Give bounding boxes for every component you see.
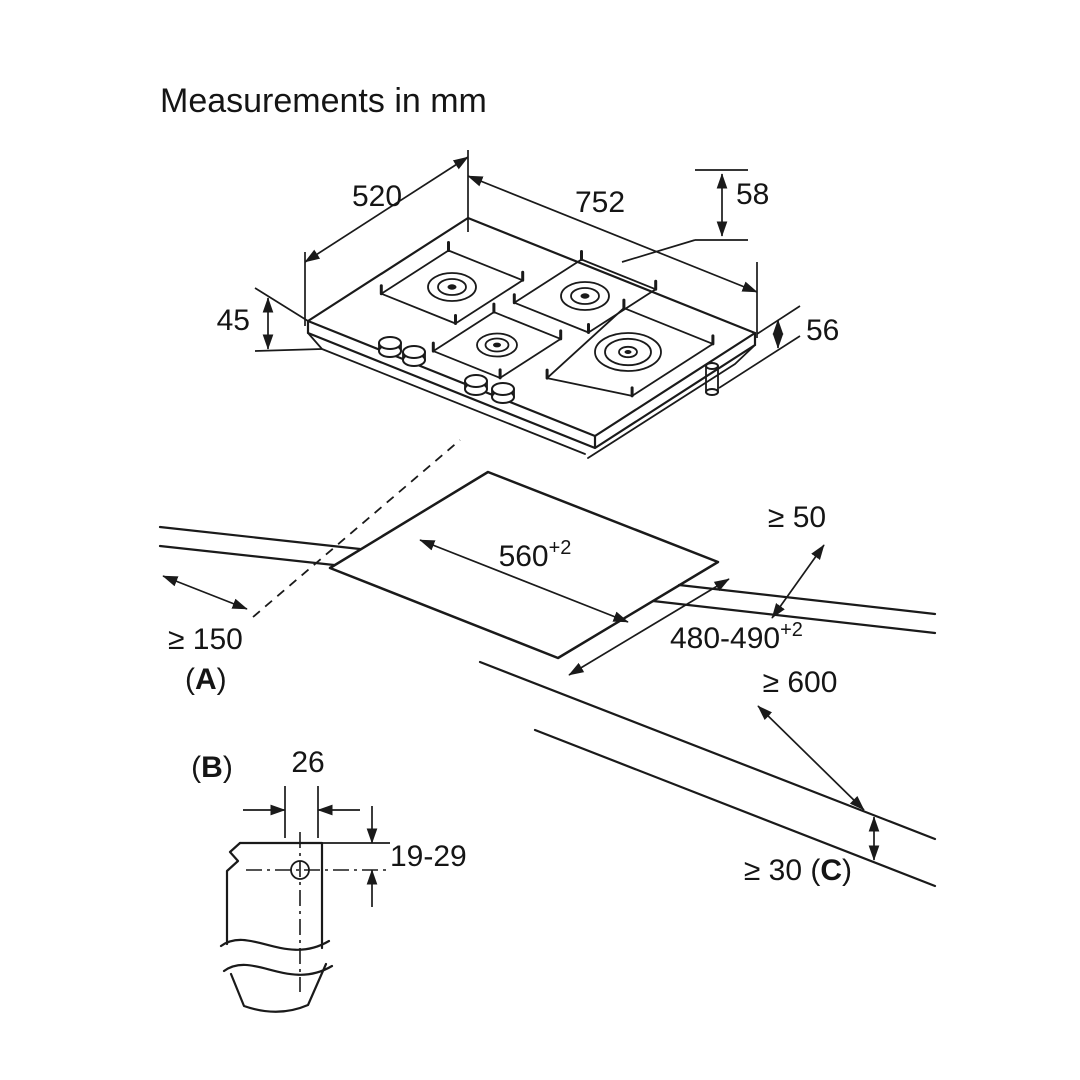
gas-inlet	[705, 362, 719, 396]
front-clearance-arrow	[757, 705, 865, 811]
ref-c-close: )	[842, 854, 852, 887]
panel-left-torn-edge	[225, 841, 242, 946]
ref-b-open: (	[191, 751, 201, 784]
hob-width-label: 752	[575, 186, 625, 219]
ref-b-close: )	[223, 751, 233, 784]
hole-offset-extensions	[284, 786, 319, 838]
front-edge-line-1	[478, 660, 937, 841]
ref-c-letter: C	[820, 854, 842, 887]
cutout-width-label: 560+2	[499, 537, 572, 573]
dim-cutout-depth: 480-490+2	[568, 578, 803, 676]
ref-b-letter: B	[201, 751, 223, 784]
hob-depth-label: 520	[352, 180, 402, 213]
panel-break-curve-1	[219, 938, 331, 951]
ref-a-open: (	[185, 663, 195, 696]
dim-side-clearance: ≥ 150 (A)	[162, 575, 248, 696]
hole-position-label: 19-29	[390, 840, 467, 873]
cutout-depth-label: 480-490+2	[670, 619, 803, 655]
page-title: Measurements in mm	[160, 82, 487, 120]
hob-panel	[306, 216, 757, 459]
cutout-depth-arrow	[568, 578, 730, 676]
hob-width-arrow	[467, 175, 758, 293]
front-clearance-label: ≥ 600	[763, 666, 838, 699]
front-edge-line-2	[533, 728, 937, 888]
hob-glass-thickness	[306, 319, 757, 450]
dim-hole-position: 19-29	[366, 806, 467, 907]
gas-inlet-bottom	[705, 388, 719, 396]
ref-c-prefix: ≥ 30 (	[744, 854, 821, 887]
cutout-depth-value: 480-490	[670, 622, 780, 655]
worktop-thickness-label: ≥ 30 (C)	[744, 854, 852, 887]
cutout-outline	[328, 470, 720, 660]
dim-hole-offset: 26	[243, 746, 360, 838]
dim-hob-depth: 520	[304, 156, 469, 326]
cutout-width-tolerance: +2	[549, 537, 572, 559]
front-height-label: 45	[217, 304, 250, 337]
dim-hob-width: 752	[467, 175, 758, 338]
dim-front-height: 45	[217, 287, 323, 352]
gas-inlet-top	[705, 362, 719, 370]
burner-front-left	[476, 332, 518, 358]
hob-view: 752 520 58 56 45	[217, 150, 839, 459]
support-height-label: 58	[736, 178, 769, 211]
support-height-extensions	[621, 169, 748, 263]
side-clearance-arrow	[162, 575, 248, 610]
cabinet-side-panel	[219, 832, 390, 1013]
rear-clearance-arrow	[771, 544, 825, 619]
dim-cutout-width: 560+2	[419, 537, 629, 623]
burner-wok	[594, 332, 662, 372]
panel-break-curve-2	[222, 963, 334, 976]
ref-a-close: )	[217, 663, 227, 696]
dim-worktop-thickness: ≥ 30 (C)	[744, 816, 880, 887]
install-height-label: 56	[806, 314, 839, 347]
knob-2	[402, 345, 426, 367]
panel-lower-stub	[229, 962, 328, 1013]
detail-ref-label: (B)	[191, 751, 233, 784]
dim-rear-clearance: ≥ 50	[768, 501, 826, 619]
projection-line	[252, 439, 461, 618]
rear-clearance-label: ≥ 50	[768, 501, 826, 534]
hob-depth-arrow	[304, 156, 469, 263]
dim-support-height: 58	[621, 169, 769, 263]
dim-install-height: 56	[718, 305, 839, 389]
knob-1	[378, 336, 402, 358]
cutout-depth-tolerance: +2	[780, 619, 803, 641]
dim-front-clearance: ≥ 600	[757, 666, 865, 811]
knob-4	[491, 382, 515, 404]
detail-b-view: (B) 26 19-29	[191, 746, 467, 1013]
front-height-extensions	[254, 287, 323, 352]
knob-3	[464, 374, 488, 396]
side-clearance-ref: (A)	[185, 663, 227, 696]
worktop-view: 560+2 480-490+2 ≥ 50 ≥ 150 (A) ≥ 600 ≥ 3…	[158, 439, 937, 888]
side-clearance-label: ≥ 150	[168, 623, 243, 656]
cutout-width-value: 560	[499, 540, 549, 573]
worktop-front-edge	[478, 660, 937, 888]
panel-top-right-edge	[238, 841, 324, 950]
hole-offset-label: 26	[291, 746, 324, 779]
gas-inlet-sides	[705, 365, 719, 393]
ref-a-letter: A	[195, 663, 217, 696]
